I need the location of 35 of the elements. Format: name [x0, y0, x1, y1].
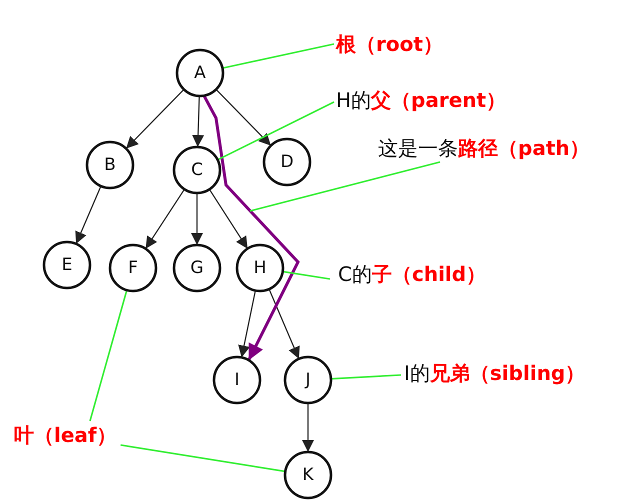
arrow: [268, 288, 300, 360]
leader-line: [217, 101, 334, 161]
tree-node-circle: H: [235, 243, 285, 293]
arrow: [192, 96, 204, 148]
tree-node-circle: J: [283, 355, 333, 405]
arrow: [238, 290, 256, 358]
arrow: [191, 193, 203, 245]
arrow: [75, 186, 102, 244]
callout-text: 叶（leaf）: [14, 423, 117, 447]
callout-text: 这是一条路径（path）: [378, 136, 590, 160]
tree-node-circle: I: [212, 355, 262, 405]
leader-line: [222, 43, 334, 69]
tree-node-circle: B: [85, 140, 135, 190]
callout-text: I的兄弟（sibling）: [404, 361, 586, 385]
tree-node-circle: A: [175, 48, 225, 98]
arrow: [216, 88, 272, 146]
callout-text: 根（root）: [336, 32, 443, 56]
tree-node-circle: F: [108, 243, 158, 293]
arrow: [302, 403, 314, 452]
callout-text: C的子（child）: [338, 262, 486, 286]
tree-node-circle: K: [283, 450, 333, 500]
arrow: [126, 88, 184, 150]
callout-text: H的父（parent）: [336, 88, 506, 112]
leader-line: [120, 444, 286, 472]
leader-line: [250, 161, 440, 212]
tree-node-circle: D: [262, 137, 312, 187]
leader-line: [89, 290, 128, 422]
leader-line: [282, 270, 330, 280]
tree-node-circle: E: [42, 240, 92, 290]
tree-node-circle: G: [172, 243, 222, 293]
leader-line: [330, 374, 402, 380]
tree-node-circle: C: [172, 145, 222, 195]
arrow: [208, 188, 248, 250]
path-arrow: [202, 94, 300, 361]
arrow: [145, 188, 185, 250]
